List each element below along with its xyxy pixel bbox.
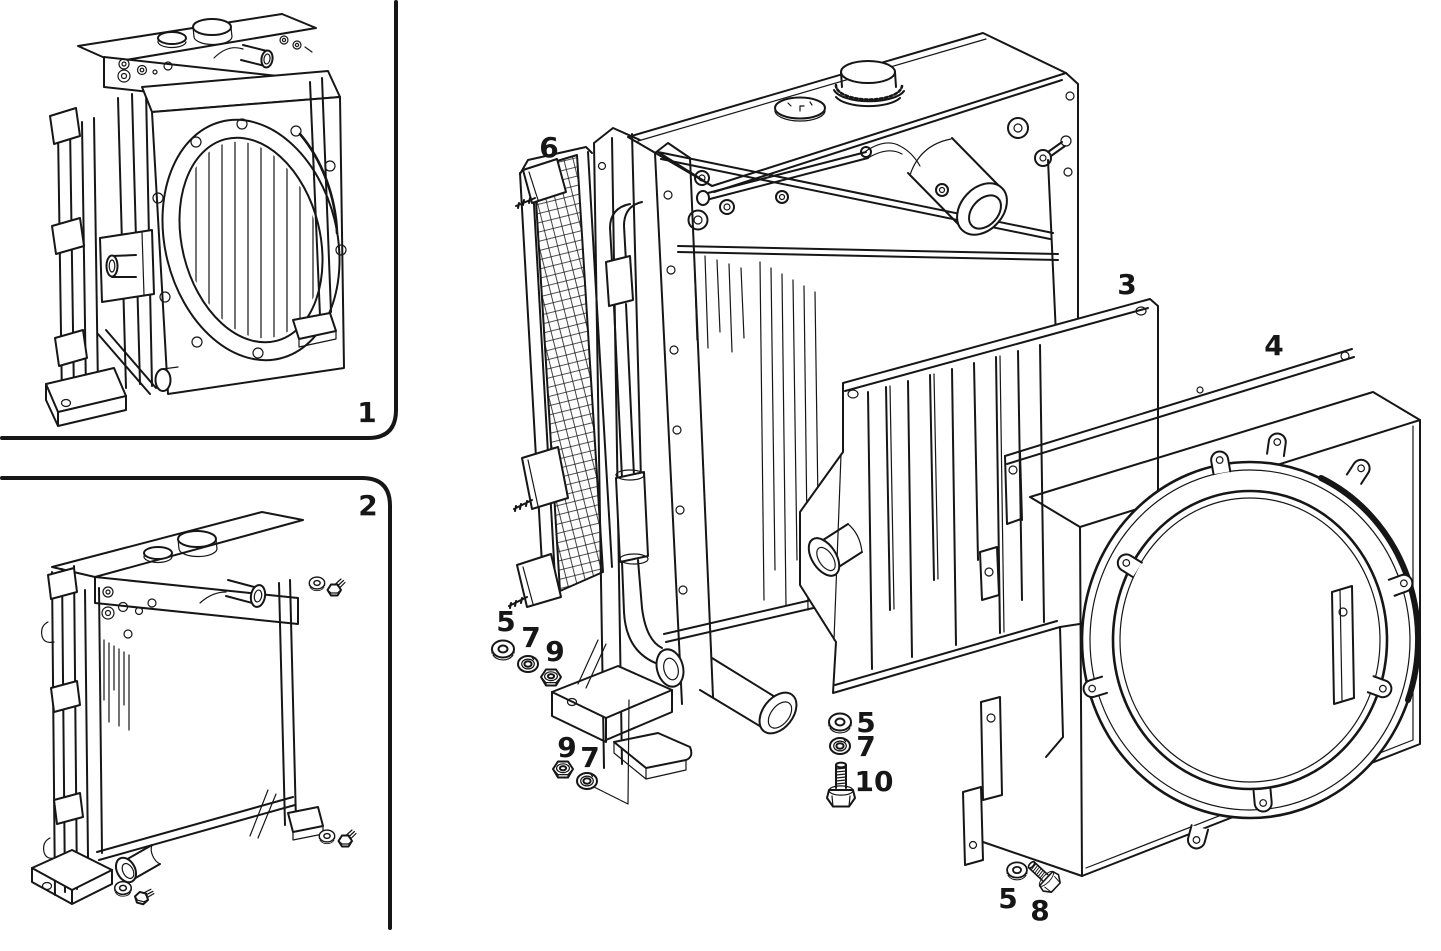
hex-nut-icon (540, 668, 562, 687)
hex-bolt-icon (826, 761, 856, 808)
part-callout-8: 8 (1030, 894, 1049, 927)
part-callout-1: 1 (357, 396, 376, 429)
flat-washer-icon (318, 829, 336, 845)
part-4-fan-shroud (962, 348, 1422, 877)
lock-washer-icon (829, 737, 851, 755)
bolt-tiny-icon (132, 884, 156, 908)
part-6-grille-insert (508, 146, 613, 609)
inset-frame-2 (0, 476, 392, 930)
part-callout-7: 7 (856, 730, 875, 763)
part-callout-5: 5 (856, 706, 875, 739)
part-callout-4: 4 (1264, 329, 1283, 362)
part-callout-2: 2 (358, 489, 377, 522)
lock-washer-icon (517, 655, 539, 673)
inset-frame-1 (0, 0, 398, 440)
hex-bolt-icon (1021, 854, 1065, 897)
part-callout-9: 9 (557, 731, 576, 764)
flat-washer-icon (1006, 861, 1028, 881)
bolt-tiny-icon (337, 829, 357, 848)
inset-view-radiator-with-shroud (45, 13, 347, 427)
part-3-baffle-plate (799, 298, 1159, 801)
part-callout-9: 9 (545, 635, 564, 668)
part-callout-3: 3 (1117, 268, 1136, 301)
lock-washer-icon (576, 772, 598, 790)
part-callout-5: 5 (496, 605, 515, 638)
main-radiator-assembly (551, 32, 1079, 805)
part-callout-5: 5 (998, 882, 1017, 915)
part-callout-10: 10 (855, 765, 894, 798)
flat-washer-icon (491, 639, 515, 661)
part-callout-7: 7 (521, 621, 540, 654)
part-callout-7: 7 (580, 741, 599, 774)
bolt-tiny-icon (326, 578, 346, 597)
inset-view-radiator-without-shroud (31, 511, 324, 905)
flat-washer-icon (828, 712, 852, 734)
flat-washer-icon (114, 880, 132, 897)
flat-washer-icon (308, 576, 326, 592)
part-callout-6: 6 (539, 131, 558, 164)
